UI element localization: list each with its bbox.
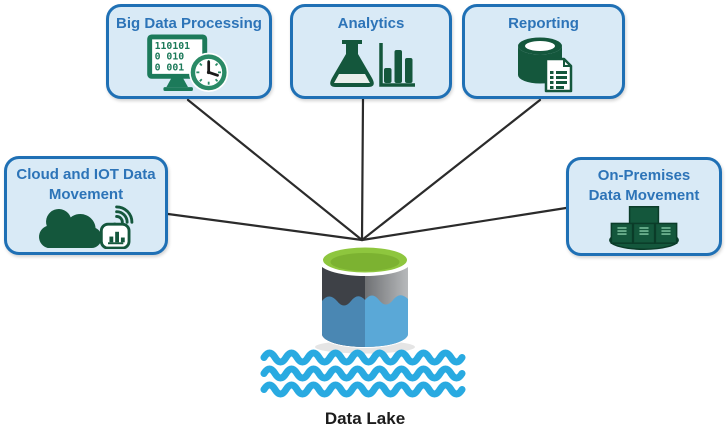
water-waves-icon [260,349,466,398]
binary-row: 0 001 [155,62,185,73]
node-title: Cloud and IOT Data Movement [16,165,155,205]
data-lake-cylinder-icon [315,245,415,354]
binary-row: 0 010 [155,52,185,63]
node-title-line1: On-Premises [597,167,691,184]
connector-cloud-iot [166,212,364,242]
node-title: Reporting [508,15,579,32]
cloud-iot-signal-icon [39,205,134,249]
node-big-data-processing: Big Data Processing 110101 0 010 0 001 [106,4,272,99]
monitor-binary-clock-icon: 110101 0 010 0 001 [147,34,229,93]
node-reporting: Reporting [462,4,625,99]
connector-analytics [360,97,365,242]
node-title-line2: Movement [48,186,124,203]
node-title: Big Data Processing [116,15,262,32]
node-title: Analytics [337,15,405,32]
data-lake-label: Data Lake [324,409,406,428]
server-rack-icon [609,206,679,250]
node-on-premises-data-movement: On-Premises Data Movement [566,157,722,256]
node-title-line1: Cloud and IOT Data [16,166,156,183]
connector-big-data [186,98,364,242]
connector-on-premises [360,206,568,242]
flask-bar-chart-icon [330,40,415,87]
node-title: On-Premises Data Movement [589,166,700,206]
connector-reporting [360,98,542,242]
binary-row: 110101 [155,41,191,52]
node-title-line2: Data Movement [588,187,700,204]
node-cloud-iot-data-movement: Cloud and IOT Data Movement [4,156,168,255]
connector-lines [166,97,568,242]
node-analytics: Analytics [290,4,452,99]
database-report-icon [517,37,572,93]
